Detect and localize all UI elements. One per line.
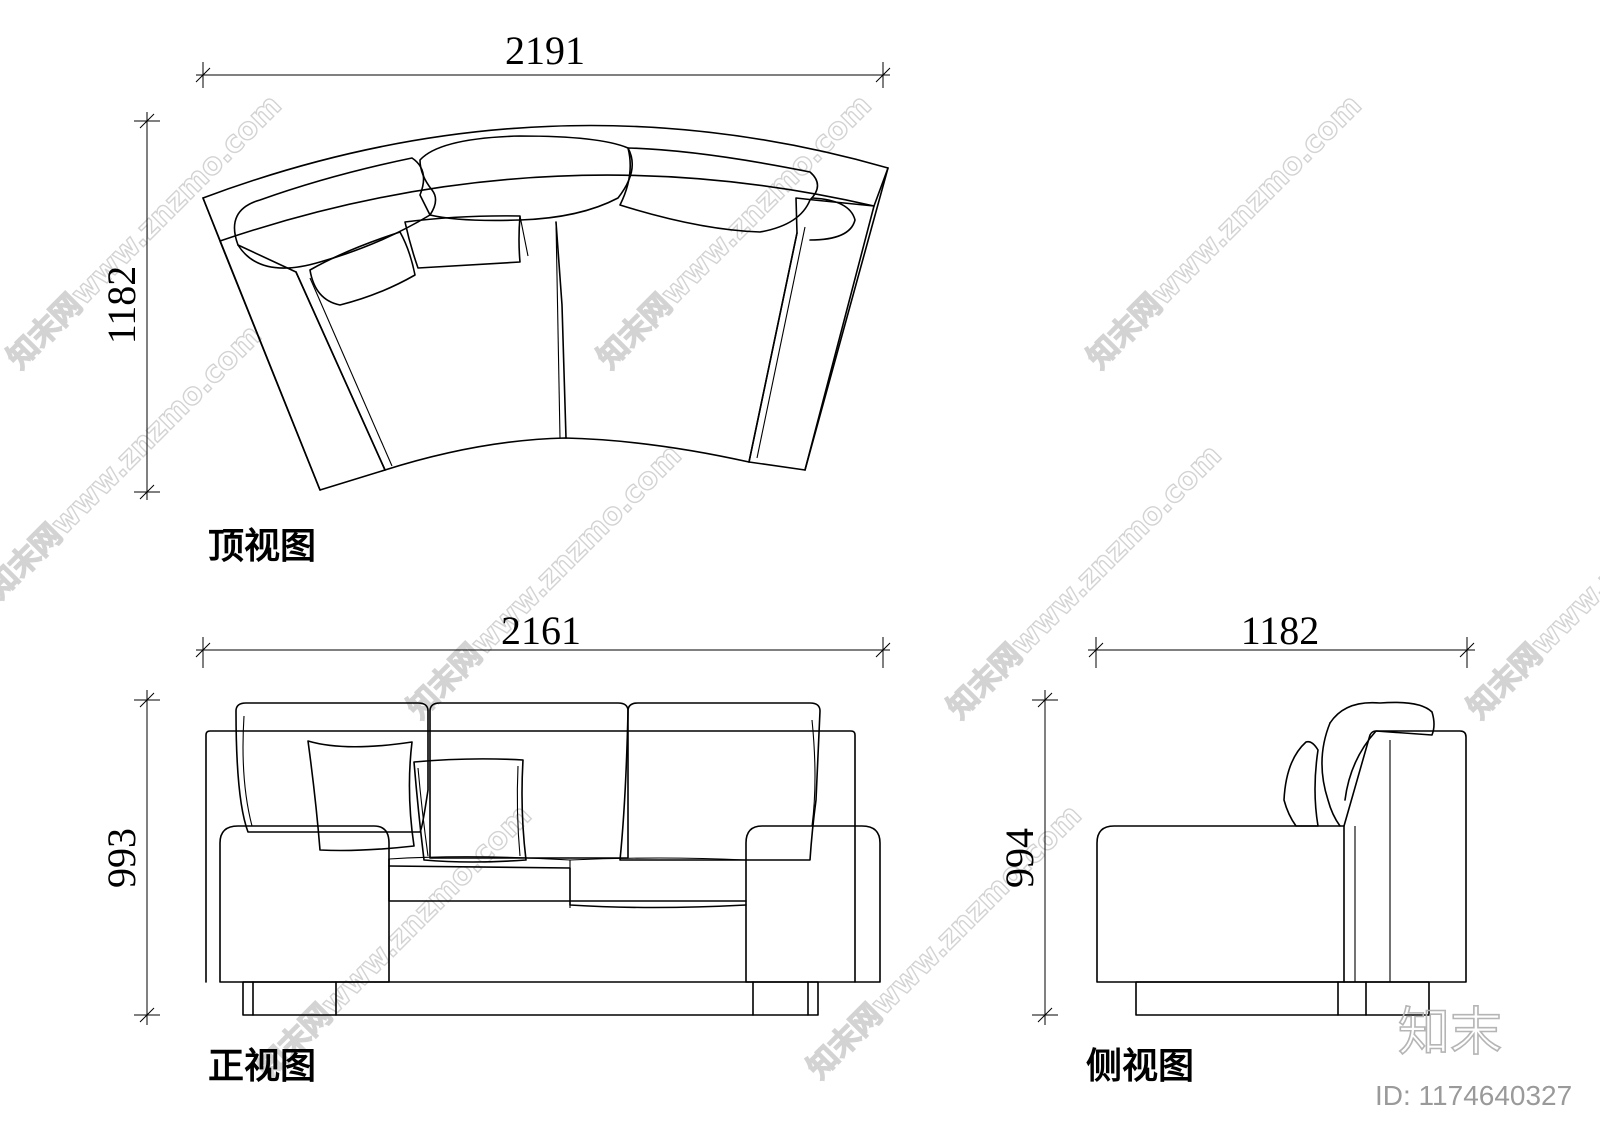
- sofa-top-outline: [202, 124, 889, 491]
- top-view: 2191 1182: [99, 28, 891, 567]
- side-height-label: 994: [997, 828, 1042, 888]
- front-throw-pillows: [307, 740, 527, 863]
- top-width-dimension: 2191: [195, 28, 891, 88]
- top-depth-dimension: 1182: [99, 112, 160, 500]
- watermark-text: 知末网www.znzmo.com: [1461, 438, 1600, 726]
- side-height-dimension: 994: [997, 690, 1058, 1025]
- watermark-logo: 知末: [1398, 1003, 1502, 1063]
- top-view-label: 顶视图: [208, 525, 316, 567]
- side-width-label: 1182: [1241, 608, 1320, 653]
- top-back-cushions: [233, 135, 856, 269]
- front-width-dimension: 2161: [195, 608, 891, 668]
- sofa-front-outline: [205, 730, 881, 1016]
- front-height-label: 993: [99, 828, 144, 888]
- front-width-label: 2161: [501, 608, 581, 653]
- front-back-cushions: [235, 702, 821, 861]
- watermark-text: 知末网www.znzmo.com: [941, 438, 1229, 726]
- side-view: 1182 994 侧视图: [997, 608, 1475, 1087]
- watermark-text: 知末网www.znzmo.com: [401, 438, 689, 726]
- sofa-side-outline: [1096, 701, 1467, 1016]
- front-view: 2161 993: [99, 608, 891, 1087]
- watermark-id: ID: 1174640327: [1375, 1080, 1572, 1111]
- side-width-dimension: 1182: [1088, 608, 1475, 668]
- front-view-label: 正视图: [208, 1045, 316, 1087]
- watermark-text: 知末网www.znzmo.com: [591, 88, 879, 376]
- front-height-dimension: 993: [99, 690, 160, 1025]
- top-width-label: 2191: [505, 28, 585, 73]
- watermark-text: 知末网www.znzmo.com: [1081, 88, 1369, 376]
- top-depth-label: 1182: [99, 266, 144, 345]
- top-throw-pillows: [309, 215, 529, 306]
- watermark-text: 知末网www.znzmo.com: [251, 798, 539, 1086]
- side-view-label: 侧视图: [1086, 1045, 1194, 1087]
- watermark-layer: 知末网www.znzmo.com 知末网www.znzmo.com 知末网www…: [0, 87, 1600, 1086]
